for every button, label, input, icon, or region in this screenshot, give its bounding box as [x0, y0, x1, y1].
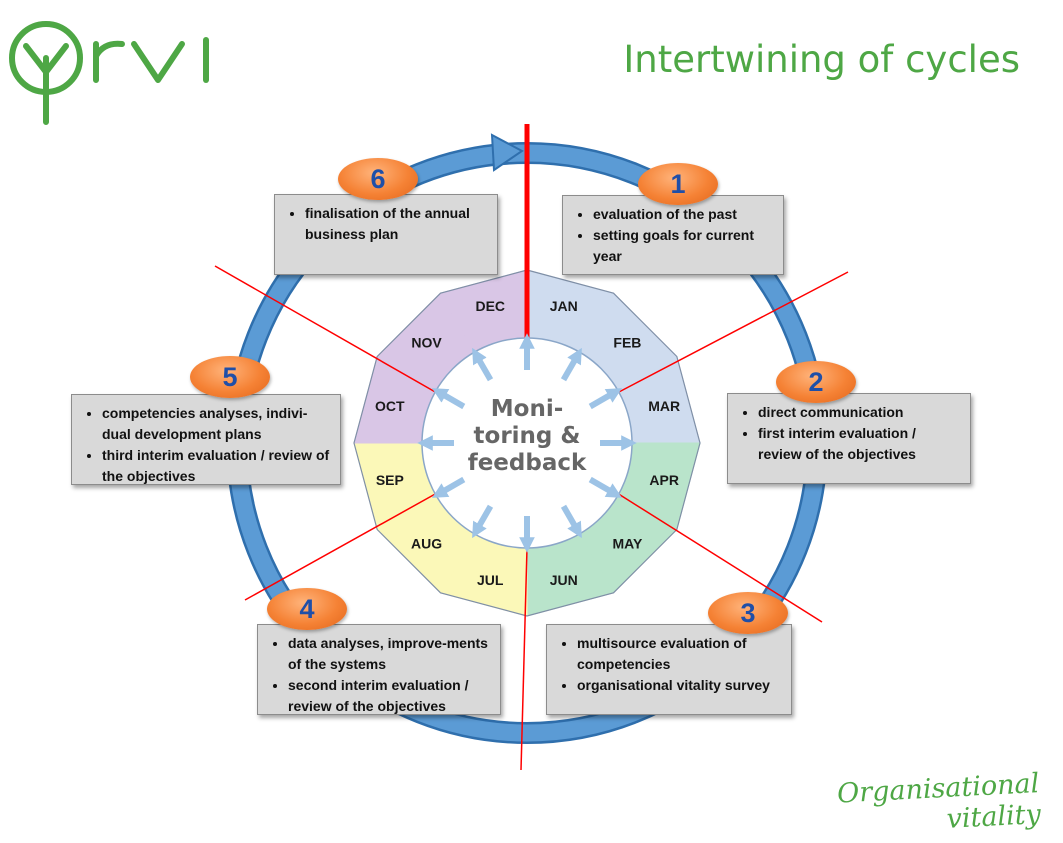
- month-label-jan: JAN: [550, 298, 578, 314]
- feedback-arrow-9: [431, 476, 466, 498]
- phase-3-item-1: multisource evaluation of competencies: [577, 633, 781, 675]
- phase-5-item-2: third interim evaluation / review of the…: [102, 445, 330, 487]
- phase-badge-5: 5: [190, 356, 270, 398]
- phase-divider-4: [520, 547, 528, 771]
- center-text-line-2: toring &: [474, 423, 581, 449]
- feedback-arrow-5: [588, 476, 623, 498]
- phase-badge-6: 6: [338, 158, 418, 200]
- ring-arrow-head: [490, 133, 524, 172]
- phase-5-item-1: competencies analyses, indivi-dual devel…: [102, 403, 330, 445]
- phase-divider-2: [616, 271, 849, 394]
- phase-badge-1: 1: [638, 163, 718, 205]
- phase-2-item-2: first interim evaluation / review of the…: [758, 423, 960, 465]
- phase-divider-5: [244, 492, 438, 601]
- phase-divider-6: [214, 265, 438, 394]
- phase-badge-3: 3: [708, 592, 788, 634]
- phase-3-item-2: organisational vitality survey: [577, 675, 781, 696]
- feedback-arrow-8: [472, 504, 494, 539]
- phase-box-1: evaluation of the past setting goals for…: [562, 195, 784, 275]
- tagline: Organisational vitality: [836, 768, 1042, 835]
- phase-divider-3: [616, 492, 823, 623]
- phase-box-3: multisource evaluation of competencies o…: [546, 624, 792, 715]
- phase-6-item-1: finalisation of the annual business plan: [305, 203, 487, 245]
- feedback-arrows: [417, 333, 637, 553]
- phase-badge-2: 2: [776, 361, 856, 403]
- month-label-oct: OCT: [375, 398, 405, 414]
- center-text-line-1: Moni-: [491, 396, 564, 422]
- month-ring-outline: [353, 269, 701, 617]
- phase-1-item-1: evaluation of the past: [593, 204, 773, 225]
- phase-4-item-1: data analyses, improve-ments of the syst…: [288, 633, 490, 675]
- feedback-arrow-3: [588, 388, 623, 410]
- phase-4-item-2: second interim evaluation / review of th…: [288, 675, 490, 717]
- month-label-mar: MAR: [648, 398, 680, 414]
- page-title: Intertwining of cycles: [623, 38, 1020, 81]
- feedback-arrow-2: [560, 347, 582, 382]
- month-label-feb: FEB: [613, 335, 641, 351]
- feedback-arrow-6: [560, 504, 582, 539]
- phase-1-item-2: setting goals for current year: [593, 225, 773, 267]
- month-label-may: MAY: [612, 535, 642, 551]
- cycle-diagram: JAN FEB MAR APR MAY JUN JUL AUG SEP OCT NOV DEC Mon…: [9, 21, 849, 771]
- feedback-arrow-11: [431, 388, 466, 410]
- month-label-dec: DEC: [475, 298, 505, 314]
- phase-box-6: finalisation of the annual business plan: [274, 194, 498, 275]
- month-label-jun: JUN: [550, 572, 578, 588]
- month-label-jul: JUL: [477, 572, 504, 588]
- month-label-sep: SEP: [376, 472, 404, 488]
- phase-dividers: [214, 124, 849, 771]
- center-text-line-3: feedback: [468, 450, 587, 476]
- phase-badge-4: 4: [267, 588, 347, 630]
- phase-box-5: competencies analyses, indivi-dual devel…: [71, 394, 341, 485]
- phase-box-4: data analyses, improve-ments of the syst…: [257, 624, 501, 715]
- phase-box-2: direct communication first interim evalu…: [727, 393, 971, 484]
- month-label-aug: AUG: [411, 535, 442, 551]
- feedback-arrow-12: [472, 347, 494, 382]
- phase-2-item-1: direct communication: [758, 402, 960, 423]
- orvi-logo: [9, 21, 209, 125]
- month-labels: JAN FEB MAR APR MAY JUN JUL AUG SEP OCT NOV DEC: [375, 298, 680, 588]
- month-label-nov: NOV: [411, 335, 442, 351]
- month-label-apr: APR: [649, 472, 679, 488]
